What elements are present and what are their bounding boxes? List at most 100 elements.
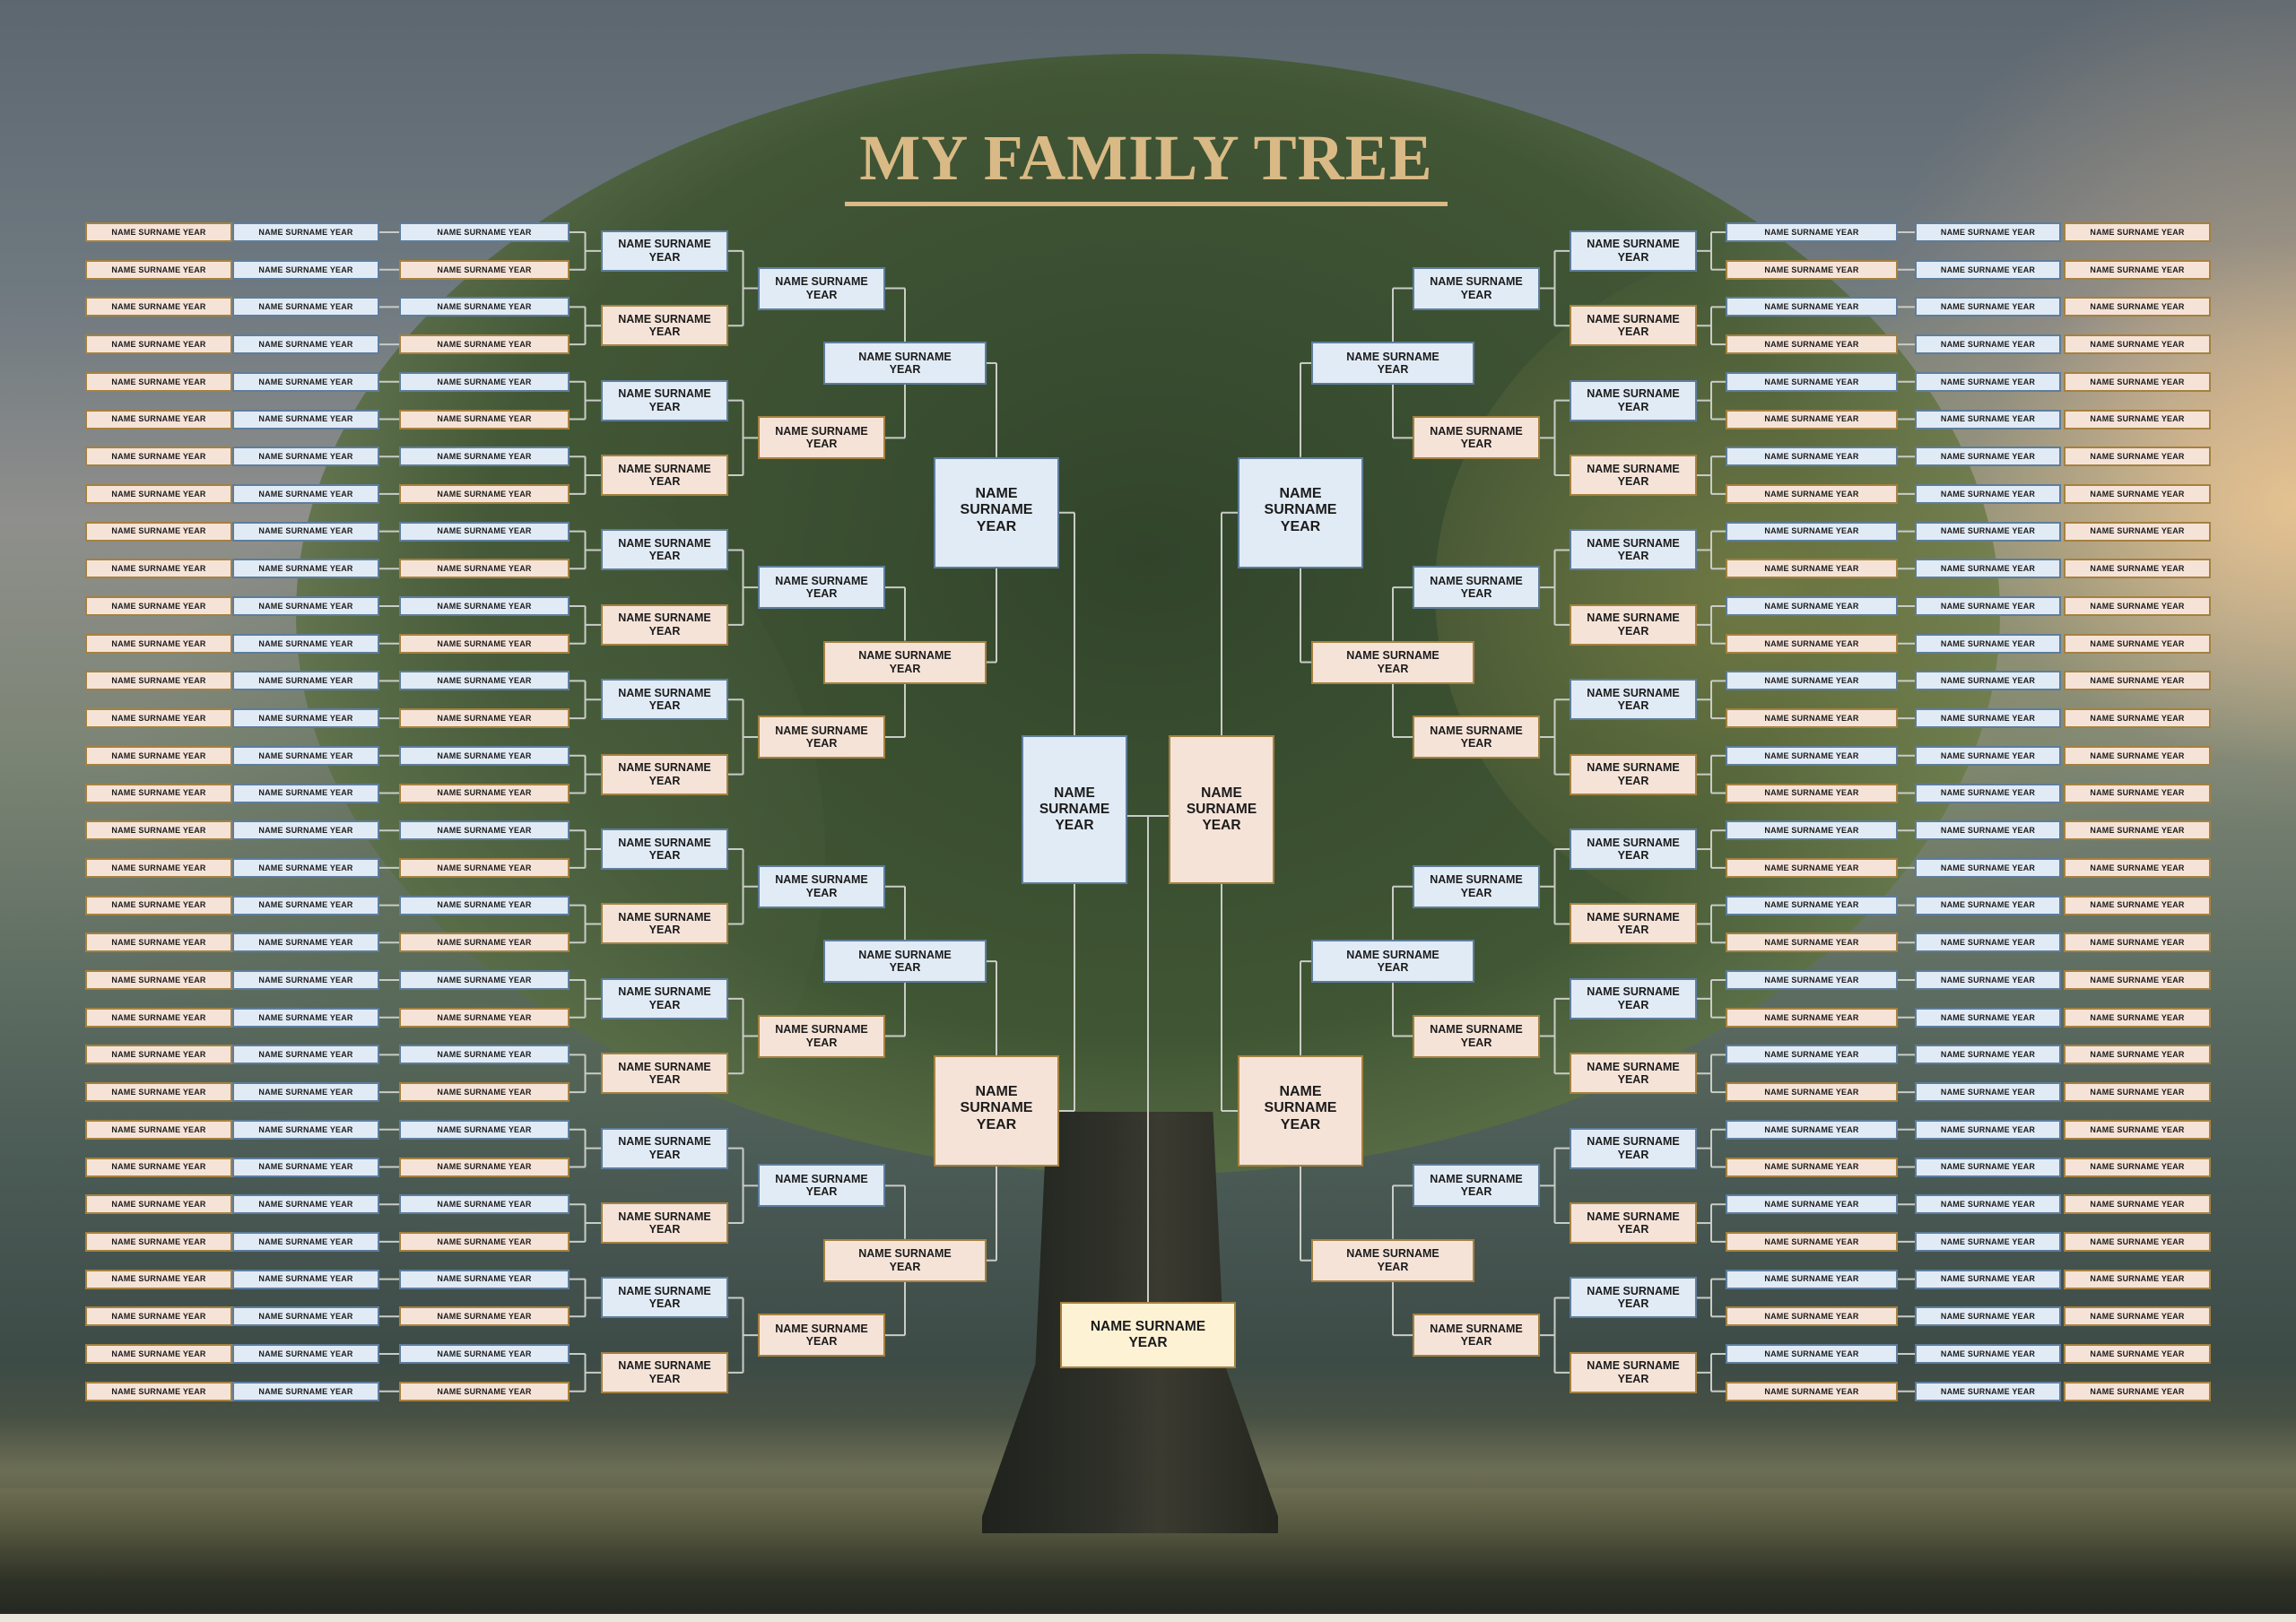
gen6-person-right-12[interactable]: NAME SURNAME YEAR: [1726, 671, 1898, 691]
gen4-person-right-5[interactable]: NAME SURNAME YEAR: [1413, 1014, 1540, 1058]
gen7-person-right-8[interactable]: NAME SURNAME YEAR: [1915, 371, 2061, 392]
gen7-person-left-63[interactable]: NAME SURNAME YEAR: [85, 1381, 232, 1401]
gen7-person-right-15[interactable]: NAME SURNAME YEAR: [2064, 483, 2211, 504]
gen6-person-right-23[interactable]: NAME SURNAME YEAR: [1726, 1082, 1898, 1103]
gen6-person-left-15[interactable]: NAME SURNAME YEAR: [399, 783, 570, 803]
gen7-person-right-58[interactable]: NAME SURNAME YEAR: [1915, 1306, 2061, 1327]
gen6-person-right-28[interactable]: NAME SURNAME YEAR: [1726, 1269, 1898, 1289]
gen5-person-left-4[interactable]: NAME SURNAME YEAR: [601, 529, 728, 571]
gen5-person-right-1[interactable]: NAME SURNAME YEAR: [1570, 305, 1697, 347]
gen6-person-left-19[interactable]: NAME SURNAME YEAR: [399, 932, 570, 953]
gen6-person-left-9[interactable]: NAME SURNAME YEAR: [399, 559, 570, 579]
gen7-person-left-8[interactable]: NAME SURNAME YEAR: [232, 371, 379, 392]
gen7-person-left-40[interactable]: NAME SURNAME YEAR: [232, 970, 379, 990]
gen5-person-left-11[interactable]: NAME SURNAME YEAR: [601, 1053, 728, 1095]
gen7-person-left-47[interactable]: NAME SURNAME YEAR: [85, 1082, 232, 1103]
gen5-person-right-12[interactable]: NAME SURNAME YEAR: [1570, 1127, 1697, 1169]
gen7-person-right-49[interactable]: NAME SURNAME YEAR: [2064, 1119, 2211, 1140]
gen7-person-right-51[interactable]: NAME SURNAME YEAR: [2064, 1157, 2211, 1177]
gen7-person-right-56[interactable]: NAME SURNAME YEAR: [1915, 1269, 2061, 1289]
gen7-person-right-11[interactable]: NAME SURNAME YEAR: [2064, 409, 2211, 429]
gen7-person-right-29[interactable]: NAME SURNAME YEAR: [2064, 745, 2211, 766]
gen7-person-left-13[interactable]: NAME SURNAME YEAR: [85, 447, 232, 467]
gen7-person-left-35[interactable]: NAME SURNAME YEAR: [85, 857, 232, 878]
gen7-person-left-53[interactable]: NAME SURNAME YEAR: [85, 1194, 232, 1215]
gen6-person-right-27[interactable]: NAME SURNAME YEAR: [1726, 1231, 1898, 1252]
gen7-person-right-9[interactable]: NAME SURNAME YEAR: [2064, 371, 2211, 392]
gen7-person-left-2[interactable]: NAME SURNAME YEAR: [232, 259, 379, 280]
gen5-person-right-6[interactable]: NAME SURNAME YEAR: [1570, 679, 1697, 721]
gen5-person-right-15[interactable]: NAME SURNAME YEAR: [1570, 1351, 1697, 1393]
gen6-person-right-10[interactable]: NAME SURNAME YEAR: [1726, 596, 1898, 616]
gen6-person-left-13[interactable]: NAME SURNAME YEAR: [399, 708, 570, 729]
gen6-person-right-4[interactable]: NAME SURNAME YEAR: [1726, 371, 1898, 392]
gen7-person-left-20[interactable]: NAME SURNAME YEAR: [232, 596, 379, 616]
gen7-person-right-4[interactable]: NAME SURNAME YEAR: [1915, 297, 2061, 317]
gen6-person-right-11[interactable]: NAME SURNAME YEAR: [1726, 633, 1898, 654]
gen7-person-right-43[interactable]: NAME SURNAME YEAR: [2064, 1007, 2211, 1028]
gen5-person-right-11[interactable]: NAME SURNAME YEAR: [1570, 1053, 1697, 1095]
gen5-person-right-14[interactable]: NAME SURNAME YEAR: [1570, 1277, 1697, 1319]
gen4-person-left-1[interactable]: NAME SURNAME YEAR: [758, 416, 885, 460]
gen6-person-right-20[interactable]: NAME SURNAME YEAR: [1726, 970, 1898, 990]
root-person-box[interactable]: NAME SURNAME YEAR: [1060, 1302, 1236, 1368]
gen6-person-right-16[interactable]: NAME SURNAME YEAR: [1726, 820, 1898, 841]
gen7-person-left-54[interactable]: NAME SURNAME YEAR: [232, 1231, 379, 1252]
gen6-person-left-27[interactable]: NAME SURNAME YEAR: [399, 1231, 570, 1252]
gen7-person-right-42[interactable]: NAME SURNAME YEAR: [1915, 1007, 2061, 1028]
gen7-person-left-0[interactable]: NAME SURNAME YEAR: [232, 222, 379, 242]
gen7-person-left-61[interactable]: NAME SURNAME YEAR: [85, 1344, 232, 1364]
gen6-person-right-0[interactable]: NAME SURNAME YEAR: [1726, 222, 1898, 242]
gen4-person-left-6[interactable]: NAME SURNAME YEAR: [758, 1164, 885, 1208]
gen6-person-left-23[interactable]: NAME SURNAME YEAR: [399, 1082, 570, 1103]
gen7-person-right-0[interactable]: NAME SURNAME YEAR: [1915, 222, 2061, 242]
gen7-person-right-28[interactable]: NAME SURNAME YEAR: [1915, 745, 2061, 766]
gen6-person-right-3[interactable]: NAME SURNAME YEAR: [1726, 334, 1898, 355]
gen7-person-right-10[interactable]: NAME SURNAME YEAR: [1915, 409, 2061, 429]
gen7-person-left-19[interactable]: NAME SURNAME YEAR: [85, 559, 232, 579]
gen7-person-left-10[interactable]: NAME SURNAME YEAR: [232, 409, 379, 429]
gen7-person-right-34[interactable]: NAME SURNAME YEAR: [1915, 857, 2061, 878]
gen7-person-left-26[interactable]: NAME SURNAME YEAR: [232, 708, 379, 729]
gen6-person-left-2[interactable]: NAME SURNAME YEAR: [399, 297, 570, 317]
gen7-person-left-11[interactable]: NAME SURNAME YEAR: [85, 409, 232, 429]
gen7-person-left-45[interactable]: NAME SURNAME YEAR: [85, 1045, 232, 1065]
gen6-person-left-5[interactable]: NAME SURNAME YEAR: [399, 409, 570, 429]
gen4-person-left-0[interactable]: NAME SURNAME YEAR: [758, 266, 885, 310]
gen6-person-left-26[interactable]: NAME SURNAME YEAR: [399, 1194, 570, 1215]
gen7-person-right-35[interactable]: NAME SURNAME YEAR: [2064, 857, 2211, 878]
gen7-person-right-32[interactable]: NAME SURNAME YEAR: [1915, 820, 2061, 841]
gen6-person-left-4[interactable]: NAME SURNAME YEAR: [399, 371, 570, 392]
gen4-person-right-4[interactable]: NAME SURNAME YEAR: [1413, 864, 1540, 908]
gen5-person-right-13[interactable]: NAME SURNAME YEAR: [1570, 1202, 1697, 1245]
gen6-person-left-17[interactable]: NAME SURNAME YEAR: [399, 857, 570, 878]
gen5-person-left-5[interactable]: NAME SURNAME YEAR: [601, 603, 728, 646]
gen7-person-right-21[interactable]: NAME SURNAME YEAR: [2064, 596, 2211, 616]
gen7-person-left-52[interactable]: NAME SURNAME YEAR: [232, 1194, 379, 1215]
grandparent-left-1[interactable]: NAME SURNAME YEAR: [934, 1054, 1059, 1167]
gen6-person-right-14[interactable]: NAME SURNAME YEAR: [1726, 745, 1898, 766]
gen4-person-right-0[interactable]: NAME SURNAME YEAR: [1413, 266, 1540, 310]
gen7-person-left-6[interactable]: NAME SURNAME YEAR: [232, 334, 379, 355]
gen6-person-right-9[interactable]: NAME SURNAME YEAR: [1726, 559, 1898, 579]
gen6-person-right-26[interactable]: NAME SURNAME YEAR: [1726, 1194, 1898, 1215]
gen7-person-left-31[interactable]: NAME SURNAME YEAR: [85, 783, 232, 803]
father-box[interactable]: NAME SURNAME YEAR: [1022, 735, 1127, 884]
gen7-person-left-21[interactable]: NAME SURNAME YEAR: [85, 596, 232, 616]
gen4-person-right-1[interactable]: NAME SURNAME YEAR: [1413, 416, 1540, 460]
gen7-person-right-45[interactable]: NAME SURNAME YEAR: [2064, 1045, 2211, 1065]
gen6-person-left-28[interactable]: NAME SURNAME YEAR: [399, 1269, 570, 1289]
gen7-person-left-58[interactable]: NAME SURNAME YEAR: [232, 1306, 379, 1327]
gen5-person-right-4[interactable]: NAME SURNAME YEAR: [1570, 529, 1697, 571]
gen6-person-left-30[interactable]: NAME SURNAME YEAR: [399, 1344, 570, 1364]
gen7-person-left-33[interactable]: NAME SURNAME YEAR: [85, 820, 232, 841]
great-grandparent-left-3[interactable]: NAME SURNAME YEAR: [823, 1238, 987, 1282]
gen7-person-left-55[interactable]: NAME SURNAME YEAR: [85, 1231, 232, 1252]
gen6-person-right-8[interactable]: NAME SURNAME YEAR: [1726, 521, 1898, 542]
gen7-person-left-62[interactable]: NAME SURNAME YEAR: [232, 1381, 379, 1401]
gen6-person-right-1[interactable]: NAME SURNAME YEAR: [1726, 259, 1898, 280]
gen5-person-left-15[interactable]: NAME SURNAME YEAR: [601, 1351, 728, 1393]
gen7-person-left-28[interactable]: NAME SURNAME YEAR: [232, 745, 379, 766]
gen7-person-left-3[interactable]: NAME SURNAME YEAR: [85, 259, 232, 280]
gen7-person-right-38[interactable]: NAME SURNAME YEAR: [1915, 932, 2061, 953]
